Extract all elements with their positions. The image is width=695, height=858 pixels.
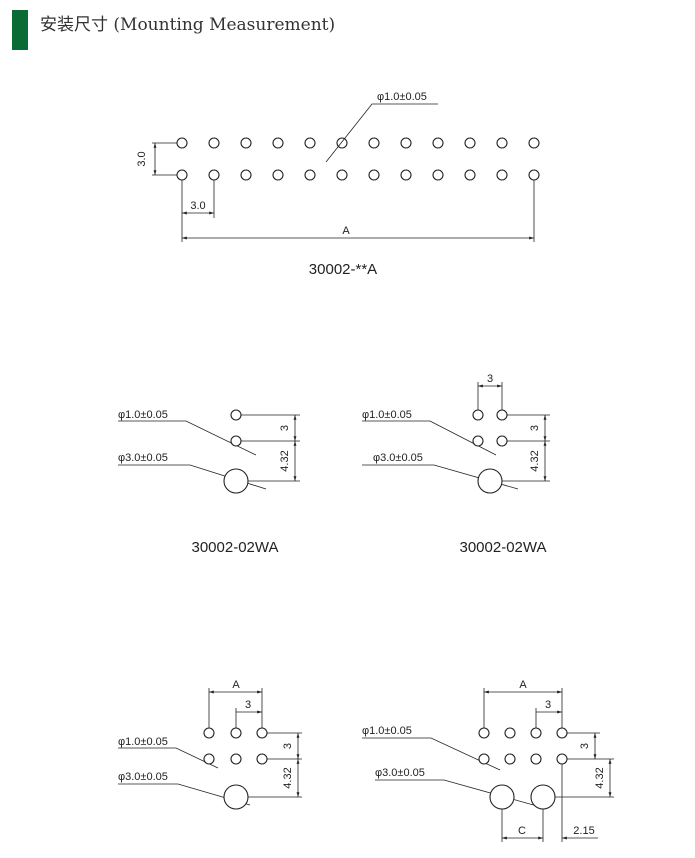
mr-hole-label: φ1.0±0.05 [362,409,412,421]
mr-dim-v1: 3 [529,425,541,431]
ml-dim-v1: 3 [279,425,291,431]
mounting-hole [400,169,412,181]
mr-dim-h: 3 [487,373,493,385]
mounting-hole [272,137,284,149]
mr-boss-label: φ3.0±0.05 [373,452,423,464]
mr-caption: 30002-02WA [460,539,547,556]
ml-caption: 30002-02WA [192,539,279,556]
br-dim-c: C [518,825,526,837]
br-dim-offset: 2.15 [573,825,594,837]
mounting-hole [304,169,316,181]
mounting-hole [464,137,476,149]
mounting-hole [528,169,540,181]
ml-hole-label: φ1.0±0.05 [118,409,168,421]
mounting-hole [496,137,508,149]
mounting-hole [528,137,540,149]
top-caption: 30002-**A [309,261,377,278]
mounting-hole [400,137,412,149]
mounting-hole [176,137,188,149]
mounting-hole [336,169,348,181]
bl-dim-h: 3 [245,699,251,711]
mounting-hole [432,169,444,181]
mounting-hole [304,137,316,149]
top-pitch-v: 3.0 [136,151,148,166]
mounting-hole [240,137,252,149]
ml-boss-label: φ3.0±0.05 [118,452,168,464]
br-dim-v2: 4.32 [594,767,606,788]
br-dim-a: A [519,679,527,691]
mounting-hole [208,137,220,149]
mounting-hole [464,169,476,181]
bl-dim-a: A [232,679,240,691]
mounting-hole [368,169,380,181]
top-drawing [176,137,540,181]
section-accent-bar [12,10,28,50]
mounting-hole [176,169,188,181]
br-dim-v1: 3 [579,743,591,749]
ml-dim-v2: 4.32 [279,450,291,471]
top-length: A [342,225,350,237]
top-hole-label: φ1.0±0.05 [377,91,427,103]
mr-dim-v2: 4.32 [529,450,541,471]
mounting-hole [240,169,252,181]
mounting-hole [368,137,380,149]
mounting-hole [432,137,444,149]
page-title: 安装尺寸 (Mounting Measurement) [40,15,336,35]
mounting-hole [272,169,284,181]
mounting-hole [496,169,508,181]
br-boss-label: φ3.0±0.05 [375,767,425,779]
top-pitch-h: 3.0 [190,200,205,212]
br-dim-h: 3 [545,699,551,711]
br-hole-label: φ1.0±0.05 [362,725,412,737]
mounting-hole [208,169,220,181]
bl-dim-v2: 4.32 [282,767,294,788]
bl-dim-v1: 3 [282,743,294,749]
bl-boss-label: φ3.0±0.05 [118,771,168,783]
bl-hole-label: φ1.0±0.05 [118,736,168,748]
